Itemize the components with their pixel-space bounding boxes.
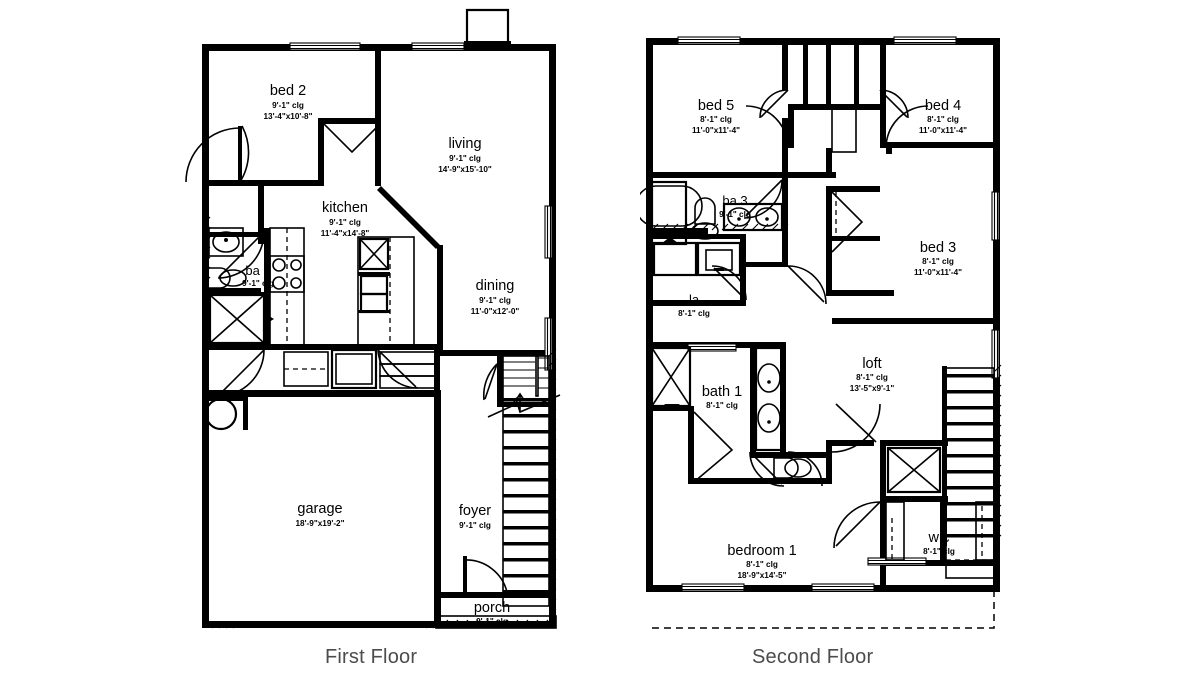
first-floor-doors bbox=[185, 123, 508, 594]
room-ceiling: 8'-1" clg bbox=[678, 309, 710, 318]
room-ceiling: 9'-1" clg bbox=[329, 218, 361, 227]
room-name: bed 4 bbox=[925, 98, 961, 114]
second-floor-caption: Second Floor bbox=[752, 646, 874, 668]
room-label-kitchen: kitchen 9'-1" clg 11'-4"x14'-8" bbox=[321, 200, 370, 238]
room-name: wic bbox=[928, 530, 950, 546]
room-ceiling: 8'-1" clg bbox=[700, 115, 732, 124]
room-size: 13'-5"x9'-1" bbox=[850, 384, 895, 393]
room-ceiling: 9'-1" clg bbox=[479, 296, 511, 305]
room-name: bath 1 bbox=[702, 384, 742, 400]
room-name: garage bbox=[297, 501, 342, 517]
room-name: ba 2 bbox=[245, 263, 270, 278]
room-size: 18'-9"x14'-5" bbox=[738, 571, 787, 580]
room-ceiling: 9'-1" clg bbox=[476, 617, 508, 626]
footprint-below-dashed bbox=[652, 565, 998, 629]
room-label-garage: garage 18'-9"x19'-2" bbox=[296, 501, 345, 528]
room-ceiling: 9'-1" clg bbox=[719, 210, 751, 219]
room-label-dining: dining 9'-1" clg 11'-0"x12'-0" bbox=[471, 278, 520, 316]
first-floor-walls bbox=[202, 8, 556, 628]
room-ceiling: 8'-1" clg bbox=[706, 401, 738, 410]
room-ceiling: 9'-1" clg bbox=[272, 101, 304, 110]
room-size: 13'-4"x10'-8" bbox=[264, 112, 313, 121]
room-label-la: la 8'-1" clg bbox=[678, 292, 710, 318]
room-label-loft: loft 8'-1" clg 13'-5"x9'-1" bbox=[850, 356, 895, 393]
room-ceiling: 8'-1" clg bbox=[922, 257, 954, 266]
room-name: bedroom 1 bbox=[727, 543, 796, 559]
room-name: bed 3 bbox=[920, 240, 956, 256]
first-floor-fixtures bbox=[202, 186, 443, 629]
stair-hatching bbox=[993, 364, 1002, 543]
room-size: 11'-0"x11'-4" bbox=[914, 268, 962, 277]
room-size: 18'-9"x19'-2" bbox=[296, 519, 345, 528]
first-floor-labels: bed 2 9'-1" clg 13'-4"x10'-8" living 9'-… bbox=[242, 83, 519, 626]
room-size: 11'-0"x11'-4" bbox=[692, 126, 740, 135]
room-ceiling: 8'-1" clg bbox=[923, 547, 955, 556]
room-name: loft bbox=[862, 356, 881, 372]
room-name: ba 3 bbox=[722, 193, 747, 208]
room-name: living bbox=[448, 136, 481, 152]
room-ceiling: 8'-1" clg bbox=[746, 560, 778, 569]
room-label-bed5: bed 5 8'-1" clg 11'-0"x11'-4" bbox=[692, 98, 740, 135]
room-ceiling: 8'-1" clg bbox=[927, 115, 959, 124]
room-name: la bbox=[689, 292, 700, 307]
second-floor-stairs bbox=[942, 364, 1002, 579]
room-label-bed4: bed 4 8'-1" clg 11'-0"x11'-4" bbox=[919, 98, 967, 135]
room-label-bed2: bed 2 9'-1" clg 13'-4"x10'-8" bbox=[264, 83, 313, 121]
room-name: porch bbox=[474, 600, 510, 616]
room-label-ba3: ba 3 9'-1" clg bbox=[719, 193, 751, 219]
room-label-bedroom1: bedroom 1 8'-1" clg 18'-9"x14'-5" bbox=[727, 543, 796, 580]
room-label-wic: wic 8'-1" clg bbox=[923, 530, 955, 556]
room-size: 11'-0"x12'-0" bbox=[471, 307, 520, 316]
room-label-bath1: bath 1 8'-1" clg bbox=[702, 384, 742, 410]
room-name: bed 5 bbox=[698, 98, 734, 114]
hatch-ba2-left bbox=[202, 216, 211, 286]
room-ceiling: 8'-1" clg bbox=[856, 373, 888, 382]
room-name: dining bbox=[476, 278, 515, 294]
room-size: 11'-4"x14'-8" bbox=[321, 229, 370, 238]
room-ceiling: 9'-1" clg bbox=[459, 521, 491, 530]
first-floor-caption: First Floor bbox=[325, 646, 418, 668]
room-ceiling: 9'-1" clg bbox=[242, 279, 274, 288]
room-name: kitchen bbox=[322, 200, 368, 216]
room-label-porch: porch 9'-1" clg bbox=[474, 600, 510, 626]
room-size: 14'-9"x15'-10" bbox=[438, 165, 492, 174]
second-floor-windows bbox=[677, 36, 1000, 592]
first-floor-hatching bbox=[435, 348, 557, 629]
first-floor-stairs bbox=[487, 355, 561, 607]
room-ceiling: 9'-1" clg bbox=[449, 154, 481, 163]
second-floor-plan: bed 5 8'-1" clg 11'-0"x11'-4" bed 4 8'-1… bbox=[640, 36, 1002, 629]
room-label-bed3: bed 3 8'-1" clg 11'-0"x11'-4" bbox=[914, 240, 962, 277]
room-label-ba2: ba 2 9'-1" clg bbox=[242, 263, 274, 288]
second-floor-labels: bed 5 8'-1" clg 11'-0"x11'-4" bed 4 8'-1… bbox=[678, 98, 967, 580]
room-name: foyer bbox=[459, 503, 491, 519]
first-floor-plan: bed 2 9'-1" clg 13'-4"x10'-8" living 9'-… bbox=[185, 8, 561, 629]
room-name: bed 2 bbox=[270, 83, 306, 99]
room-size: 11'-0"x11'-4" bbox=[919, 126, 967, 135]
room-label-foyer: foyer 9'-1" clg bbox=[459, 503, 491, 530]
room-label-living: living 9'-1" clg 14'-9"x15'-10" bbox=[438, 136, 492, 174]
